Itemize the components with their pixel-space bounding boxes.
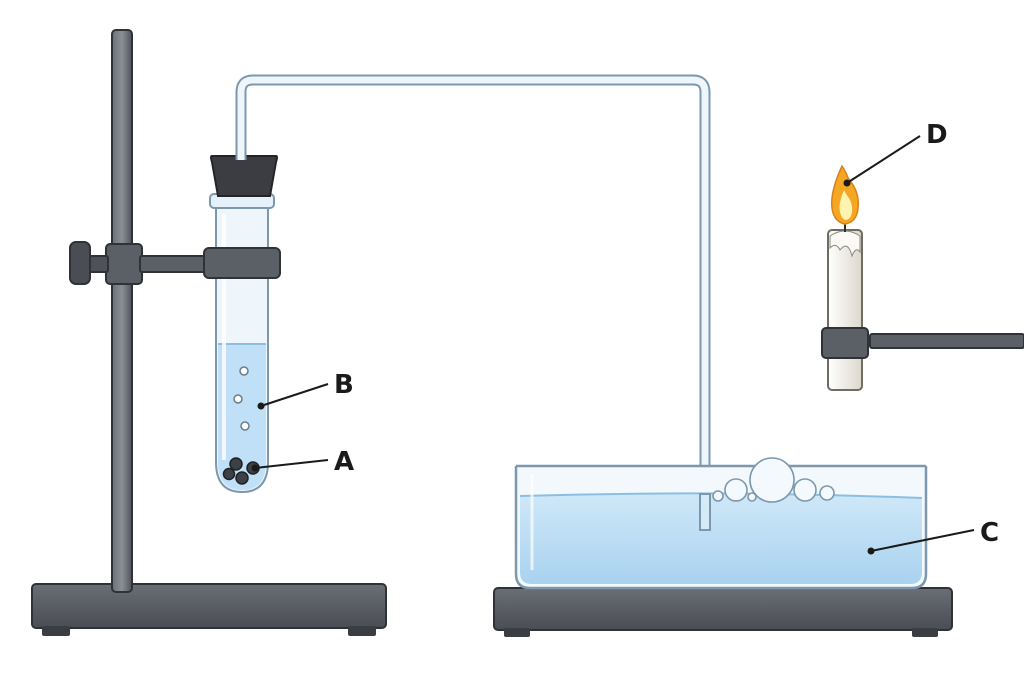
stand-base xyxy=(31,583,387,629)
tube-gas-bubbles xyxy=(233,366,250,431)
label-a: A xyxy=(251,447,354,477)
flame-icon xyxy=(830,164,860,225)
stand-rod xyxy=(111,29,133,593)
candle-holder xyxy=(869,333,1024,349)
test-tube xyxy=(203,155,281,494)
tube-liquid xyxy=(218,344,266,490)
stand-foot-right xyxy=(348,626,376,636)
rubber-stopper xyxy=(210,155,278,197)
label-d: D xyxy=(843,120,948,187)
candle-clamp xyxy=(821,327,869,359)
label-b: B xyxy=(257,370,354,410)
clamp-arm xyxy=(139,255,211,273)
trough-stand xyxy=(493,587,953,637)
candle xyxy=(821,210,869,391)
stand-foot-left xyxy=(42,626,70,636)
label-c-text: C xyxy=(980,518,999,548)
gas-bubbles xyxy=(712,457,835,503)
label-a-text: A xyxy=(334,447,354,477)
glass-trough xyxy=(514,464,928,590)
label-c: C xyxy=(867,518,999,555)
tube-clamp xyxy=(203,247,281,279)
label-b-text: B xyxy=(334,370,354,400)
trough-water xyxy=(520,493,922,584)
label-d-text: D xyxy=(926,120,948,150)
boss-knob-icon xyxy=(69,241,91,285)
retort-stand xyxy=(31,29,387,636)
boss-head xyxy=(105,243,143,285)
delivery-tube xyxy=(235,74,711,528)
